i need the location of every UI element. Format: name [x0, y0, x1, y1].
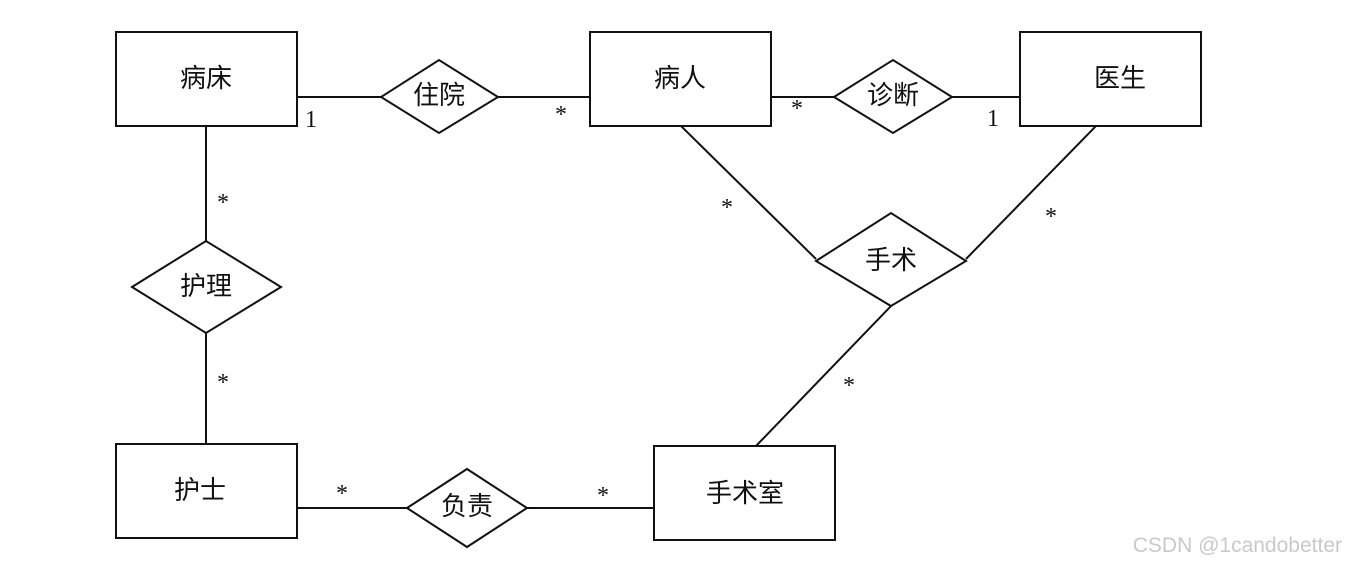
cardinality-nurse-nursing: *: [217, 370, 229, 396]
relationship-responsible-label: 负责: [441, 492, 493, 522]
relationship-nursing-label: 护理: [180, 272, 232, 302]
relationship-responsible[interactable]: 负责: [405, 467, 529, 549]
relationship-diagnose[interactable]: 诊断: [832, 58, 954, 135]
entity-nurse[interactable]: 护士: [115, 443, 298, 539]
relationship-surgery[interactable]: 手术: [814, 211, 968, 308]
line-patient-surgery: [680, 125, 817, 260]
entity-doctor[interactable]: 医生: [1019, 31, 1202, 127]
cardinality-nurse-responsible: *: [336, 481, 348, 507]
relationship-hospitalize-label: 住院: [413, 81, 465, 111]
relationship-hospitalize[interactable]: 住院: [379, 58, 500, 135]
cardinality-patient-hospitalize: *: [555, 102, 567, 128]
entity-doctor-label: 医生: [1094, 64, 1146, 94]
watermark: CSDN @1candobetter: [1133, 534, 1342, 557]
cardinality-patient-diagnose: *: [791, 96, 803, 122]
entity-nurse-label: 护士: [174, 476, 226, 506]
cardinality-room-surgery: *: [843, 373, 855, 399]
cardinality-patient-surgery: *: [721, 195, 733, 221]
entity-operating-room-label: 手术室: [706, 479, 784, 509]
entity-bed-label: 病床: [180, 64, 232, 94]
relationship-surgery-label: 手术: [865, 246, 917, 276]
cardinality-room-responsible: *: [597, 483, 609, 509]
line-doctor-surgery: [965, 125, 1097, 260]
entity-patient[interactable]: 病人: [589, 31, 772, 127]
line-surgery-room: [755, 305, 892, 447]
cardinality-bed-hospitalize: 1: [305, 107, 317, 133]
entity-operating-room[interactable]: 手术室: [653, 445, 836, 541]
entity-patient-label: 病人: [654, 64, 706, 94]
relationship-nursing[interactable]: 护理: [130, 239, 283, 335]
entity-bed[interactable]: 病床: [115, 31, 298, 127]
cardinality-doctor-surgery: *: [1045, 204, 1057, 230]
cardinality-bed-nursing: *: [217, 190, 229, 216]
cardinality-doctor-diagnose: 1: [987, 106, 999, 132]
relationship-diagnose-label: 诊断: [867, 81, 919, 111]
